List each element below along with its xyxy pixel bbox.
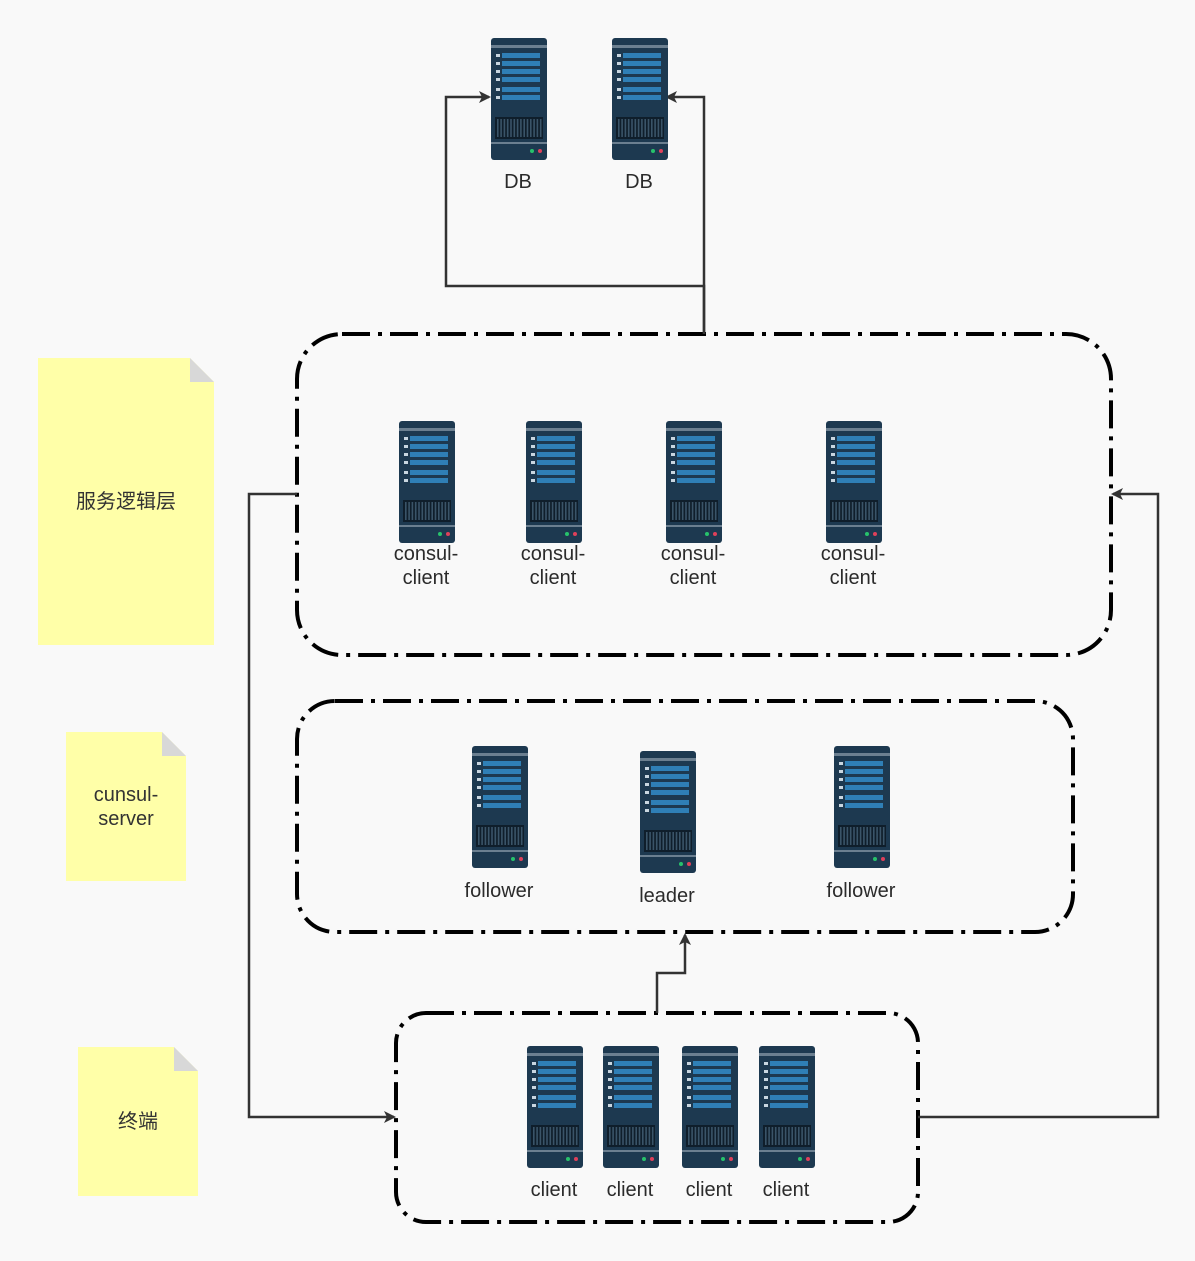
server-follower-1-label: follower [464, 880, 534, 902]
server-rack-icon [491, 38, 547, 160]
server-rack-icon [759, 1046, 815, 1168]
server-client-2-label: client [606, 1179, 654, 1201]
note-consul-server-label: cunsul- server [93, 783, 159, 830]
server-db-2-label: DB [625, 171, 653, 193]
server-db-1-label: DB [504, 171, 532, 193]
server-leader [639, 750, 697, 874]
server-rack-icon [526, 421, 582, 543]
server-consul-client-2 [525, 420, 583, 544]
connector-service-to-db-right [665, 91, 706, 334]
server-consul-client-4-label: consul- client [820, 543, 886, 589]
server-client-3-label: client [685, 1179, 733, 1201]
server-rack-icon [603, 1046, 659, 1168]
server-client-1-label: client [530, 1179, 578, 1201]
server-consul-client-1 [398, 420, 456, 544]
server-consul-client-2-label: consul- client [520, 543, 586, 589]
server-consul-client-3 [665, 420, 723, 544]
server-rack-icon [666, 421, 722, 543]
server-rack-icon [472, 746, 528, 868]
connector-terminal-to-leader [655, 933, 691, 1013]
sticky-note-icon [78, 1047, 198, 1196]
server-rack-icon [640, 751, 696, 873]
server-rack-icon [826, 421, 882, 543]
server-client-4-label: client [762, 1179, 810, 1201]
note-consul-server: cunsul- server [66, 732, 186, 881]
server-rack-icon [399, 421, 455, 543]
server-rack-icon [682, 1046, 738, 1168]
server-consul-client-3-label: consul- client [660, 543, 726, 589]
server-rack-icon [612, 38, 668, 160]
server-rack-icon [834, 746, 890, 868]
server-rack-icon [527, 1046, 583, 1168]
connector-terminal-to-service [918, 488, 1160, 1119]
server-consul-client-4 [825, 420, 883, 544]
server-client-4 [758, 1045, 816, 1169]
group-consul-server [295, 699, 1075, 934]
sticky-note-icon [66, 732, 186, 881]
server-leader-label: leader [639, 885, 695, 907]
server-client-3 [681, 1045, 739, 1169]
server-client-1 [526, 1045, 584, 1169]
note-service-layer-label: 服务逻辑层 [76, 490, 176, 513]
server-follower-1 [471, 745, 529, 869]
server-follower-2 [833, 745, 891, 869]
server-client-2 [602, 1045, 660, 1169]
connector-service-to-terminal [247, 492, 396, 1123]
note-terminal-label: 终端 [118, 1110, 158, 1133]
server-db-2 [611, 37, 669, 161]
server-consul-client-1-label: consul- client [393, 543, 459, 589]
sticky-note-icon [38, 358, 214, 645]
note-terminal: 终端 [78, 1047, 198, 1196]
server-follower-2-label: follower [826, 880, 896, 902]
server-db-1 [490, 37, 548, 161]
note-service-layer: 服务逻辑层 [38, 358, 214, 645]
